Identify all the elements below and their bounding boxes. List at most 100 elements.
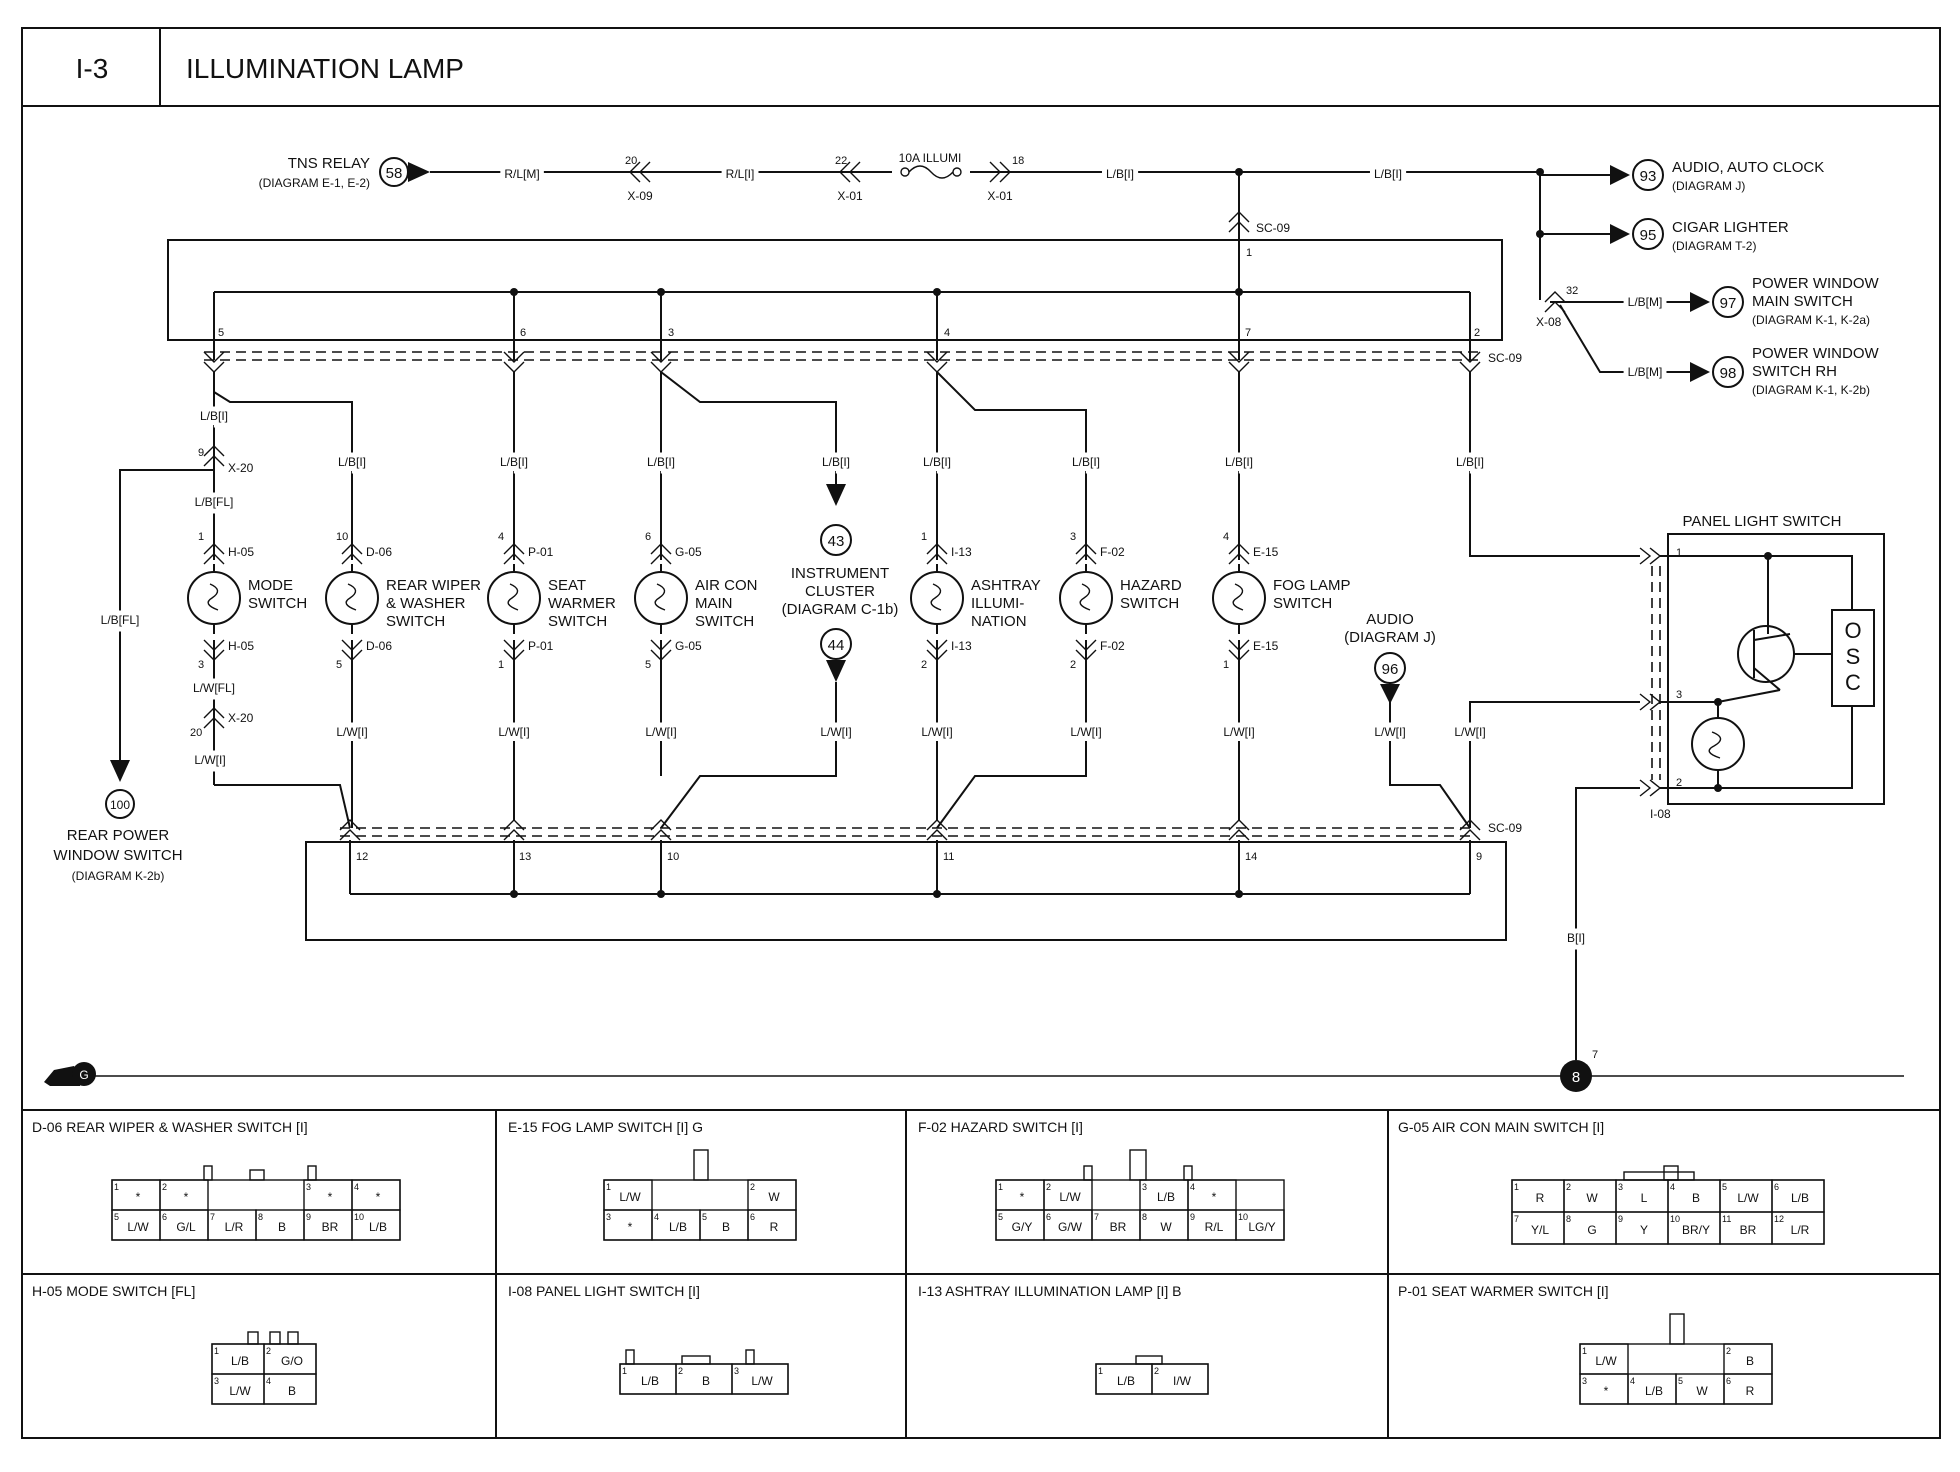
lamp-conn-top (203, 543, 225, 565)
cell-pin: 10 (1670, 1214, 1680, 1224)
inst-in-num: 43 (828, 533, 845, 550)
connector-cell (1723, 1373, 1773, 1405)
inst-l3: (DIAGRAM C-1b) (782, 601, 899, 618)
wire-lw-aircon: L/W[I] (645, 725, 676, 739)
conn-title-g05: G-05 AIR CON MAIN SWITCH [I] (1398, 1119, 1604, 1135)
cell-color: R (770, 1220, 779, 1234)
cell-pin: 8 (1566, 1214, 1571, 1224)
page-title: ILLUMINATION LAMP (186, 53, 464, 84)
cell-pin: 4 (1670, 1182, 1675, 1192)
cell-pin: 6 (1046, 1212, 1051, 1222)
cell-pin: 6 (750, 1212, 755, 1222)
lamp-conn-label-bot: G-05 (675, 639, 702, 653)
cell-color: * (328, 1190, 333, 1204)
cell-color: I/W (1173, 1374, 1192, 1388)
tns-relay-num: 58 (386, 165, 403, 182)
ground-g: G (79, 1068, 88, 1082)
lamp-name-3: SWITCH (386, 613, 445, 630)
conn-title-f02: F-02 HAZARD SWITCH [I] (918, 1119, 1083, 1135)
cell-color: B (278, 1220, 286, 1234)
connector-cell (351, 1209, 401, 1241)
wire-rli: R/L[I] (726, 167, 755, 181)
cell-pin: 9 (1190, 1212, 1195, 1222)
x20-pin-20: 20 (190, 727, 202, 739)
out-95-l2: (DIAGRAM T-2) (1672, 239, 1756, 253)
wire-lb-seat: L/B[I] (500, 455, 528, 469)
cell-color: * (1020, 1190, 1025, 1204)
connector-cell (263, 1373, 317, 1405)
cell-color: L/W (127, 1220, 149, 1234)
panel-conn: I-08 (1650, 807, 1671, 821)
panel-pin-2: 2 (1676, 777, 1682, 789)
lamp-conn-label-top: H-05 (228, 545, 254, 559)
cell-color: * (376, 1190, 381, 1204)
lamp-bot-pin: 2 (1070, 659, 1076, 671)
lamp-top-pin: 4 (1223, 531, 1229, 543)
wire-lw-hazard: L/W[I] (1070, 725, 1101, 739)
lamp-conn-bottom (926, 639, 948, 661)
wire-lbfl-mode: L/B[FL] (195, 495, 234, 509)
sc-up-pin-6: 6 (520, 327, 526, 339)
panel-pin-3: 3 (1676, 689, 1682, 701)
cell-color: BR (1740, 1223, 1757, 1237)
instrument-cluster: 43 INSTRUMENT CLUSTER (DIAGRAM C-1b) 44 (782, 524, 899, 660)
lamp-conn-bottom (1075, 639, 1097, 661)
lamp-name-3: SWITCH (695, 613, 754, 630)
cell-pin: 6 (162, 1212, 167, 1222)
cell-color: * (628, 1220, 633, 1234)
cell-pin: 5 (1722, 1182, 1727, 1192)
out-98-l2: SWITCH RH (1752, 363, 1837, 380)
sc-up-pin-7: 7 (1245, 327, 1251, 339)
lamp-name-2: & WASHER (386, 595, 466, 612)
out-98: 98 (1720, 365, 1737, 382)
cell-color: G (1587, 1223, 1596, 1237)
cell-color: R (1536, 1191, 1545, 1205)
cell-color: L/W (229, 1384, 251, 1398)
tns-relay-label: TNS RELAY (288, 155, 370, 172)
cell-color: B (702, 1374, 710, 1388)
cell-color: R/L (1205, 1220, 1224, 1234)
out-95: 95 (1640, 227, 1657, 244)
cell-pin: 7 (1094, 1212, 1099, 1222)
lamp-conn-top (503, 543, 525, 565)
cell-pin: 8 (1142, 1212, 1147, 1222)
cell-pin: 1 (214, 1346, 219, 1356)
out-95-l1: CIGAR LIGHTER (1672, 219, 1789, 236)
cell-color: B (288, 1384, 296, 1398)
cell-pin: 3 (734, 1366, 739, 1376)
cell-pin: 2 (1154, 1366, 1159, 1376)
x09-pin: 20 (625, 155, 637, 167)
lamp-top-pin: 1 (921, 531, 927, 543)
cell-pin: 10 (354, 1212, 364, 1222)
cell-color: B (722, 1220, 730, 1234)
sc-low-pin-13: 13 (519, 851, 531, 863)
cell-color: LG/Y (1248, 1220, 1275, 1234)
outer-frame (21, 27, 1941, 1439)
osc-o: O (1844, 618, 1861, 643)
cell-pin: 7 (210, 1212, 215, 1222)
conn-title-p01: P-01 SEAT WARMER SWITCH [I] (1398, 1283, 1609, 1299)
cell-color: Y/L (1531, 1223, 1549, 1237)
x08-label: X-08 (1536, 315, 1562, 329)
cell-color: Y (1640, 1223, 1648, 1237)
conn-title-i08: I-08 PANEL LIGHT SWITCH [I] (508, 1283, 700, 1299)
lamp-name-1: MODE (248, 577, 293, 594)
cell-pin: 2 (750, 1182, 755, 1192)
cell-color: W (1586, 1191, 1598, 1205)
sc09-top-label: SC-09 (1256, 221, 1290, 235)
sc-low-pin-12: 12 (356, 851, 368, 863)
lamp-conn-label-bot: D-06 (366, 639, 392, 653)
lamp-top-pin: 3 (1070, 531, 1076, 543)
lamp-conn-label-top: F-02 (1100, 545, 1125, 559)
connector-face-h05: 1L/B2G/O3L/W4B (211, 1331, 317, 1405)
cell-color: L/B (231, 1354, 249, 1368)
cell-color: L/R (225, 1220, 244, 1234)
cell-pin: 1 (1514, 1182, 1519, 1192)
connector-cell (731, 1363, 789, 1395)
bulb-icon (634, 571, 688, 625)
cell-pin: 2 (1566, 1182, 1571, 1192)
wire-lw-fog: L/W[I] (1223, 725, 1254, 739)
